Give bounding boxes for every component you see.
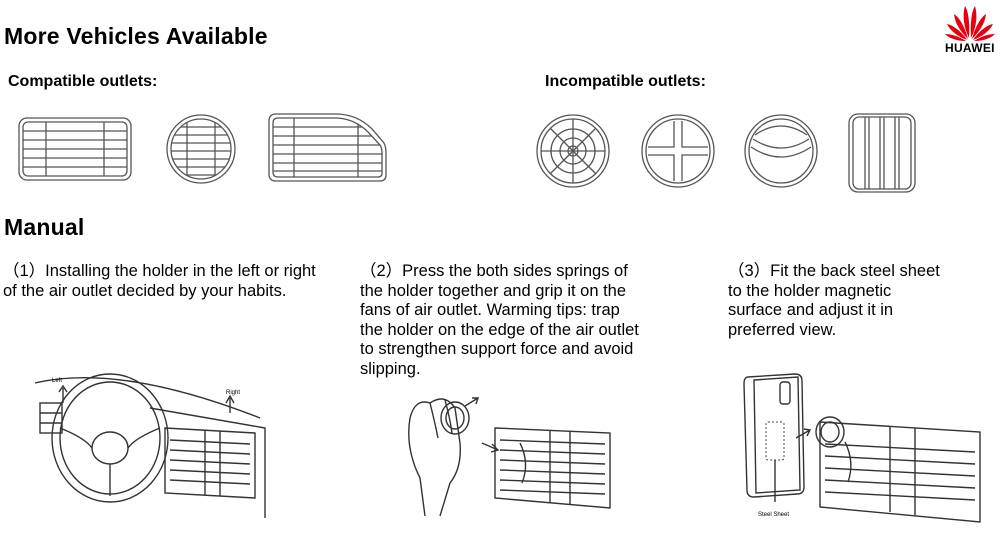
step-2-hand-illustration	[408, 397, 611, 517]
brand-logo: HUAWEI	[940, 2, 1000, 58]
label-left: Left	[52, 378, 62, 384]
step-1-dashboard-illustration: Left Right	[34, 373, 266, 518]
compatible-outlet-rectangle-icon	[18, 117, 132, 181]
compatible-label: Compatible outlets:	[8, 73, 158, 90]
page-title: More Vehicles Available	[4, 23, 268, 49]
incompatible-outlet-curved-icon	[744, 114, 818, 188]
incompatible-outlet-concentric-icon	[536, 114, 610, 188]
step-3-phone-illustration: Steel Sheet	[743, 373, 981, 523]
incompatible-label: Incompatible outlets:	[545, 73, 706, 90]
huawei-petal-logo-icon	[945, 6, 995, 41]
compatible-outlet-round-icon	[166, 114, 236, 184]
incompatible-outlet-vertical-icon	[848, 113, 916, 193]
brand-name: HUAWEI	[945, 41, 995, 55]
manual-title: Manual	[4, 214, 85, 240]
incompatible-outlet-cross-icon	[641, 114, 715, 188]
step-1-text: （1）Installing the holder in the left or …	[3, 262, 316, 300]
step-3-text: （3）Fit the back steel sheet to the holde…	[728, 262, 940, 339]
label-steel-sheet: Steel Sheet	[758, 512, 789, 518]
step-2-text: （2）Press the both sides springs of the h…	[360, 262, 639, 378]
compatible-outlet-angled-icon	[268, 113, 387, 182]
label-right: Right	[226, 390, 240, 396]
